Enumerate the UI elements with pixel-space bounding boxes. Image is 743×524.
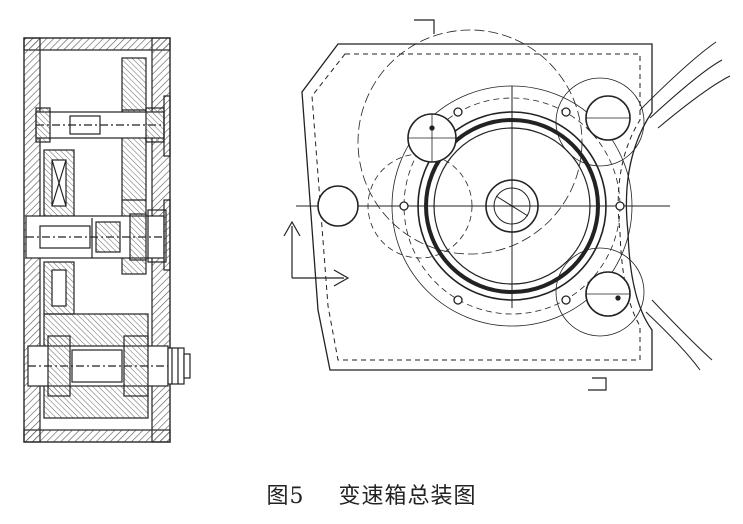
direction-arrows — [283, 220, 350, 287]
top-bearing-right — [145, 107, 165, 143]
central-bore — [485, 179, 539, 233]
output-bearing-left — [47, 335, 71, 397]
gearbox-assembly-drawing — [23, 19, 731, 443]
figure-caption: 图5 变速箱总装图 — [0, 478, 743, 510]
front-view — [283, 19, 731, 391]
bolt-holes — [399, 107, 625, 305]
housing-top-wall — [23, 37, 171, 51]
mounting-plate — [301, 43, 653, 371]
outer-ring — [417, 111, 607, 301]
shaft-end-nut — [167, 347, 185, 385]
figure-number: 图5 — [266, 484, 305, 509]
top-bearing-left — [35, 107, 51, 143]
figure-title: 变速箱总装图 — [338, 484, 477, 509]
mounting-hole — [317, 185, 359, 227]
output-bearing-right — [123, 335, 149, 397]
housing-bottom-wall — [23, 429, 171, 443]
section-view — [23, 37, 191, 443]
